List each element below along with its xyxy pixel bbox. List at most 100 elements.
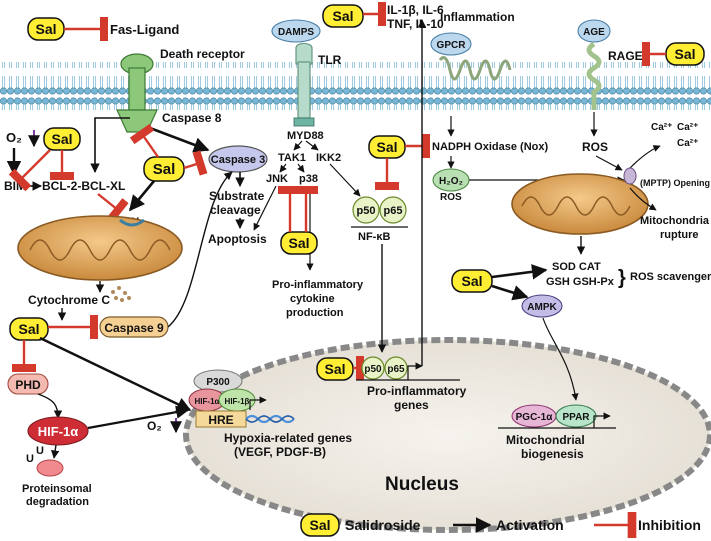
svg-text:Sal: Sal (332, 8, 353, 24)
pro-genes-label-2: genes (394, 398, 429, 412)
ikk2-label: IKK2 (316, 152, 341, 164)
cytokine-label-3: production (286, 307, 344, 319)
mptp-label: (MPTP) Opening (640, 178, 710, 188)
ca-label-3: Ca²⁺ (677, 138, 698, 149)
rupture-label-1: Mitochondria (640, 215, 710, 227)
gpcr-node (430, 32, 472, 56)
legend-salidroside: Salidroside (345, 517, 421, 533)
svg-text:Sal: Sal (674, 46, 695, 62)
sal-caspase9: Sal (9, 317, 49, 341)
gpcr-label: GPCR (437, 40, 467, 51)
sal-nfkb-nucleus: Sal (316, 357, 354, 381)
il-label-1: IL-1β, IL-6 (387, 3, 444, 17)
sal-nox: Sal (368, 135, 406, 159)
hypoxia-label-2: (VEGF, PDGF-B) (234, 445, 326, 459)
death-receptor-label: Death receptor (160, 47, 245, 61)
sal-bcl: Sal (43, 127, 81, 151)
il-label-2: TNF, IL-10 (387, 17, 444, 31)
hre-label: HRE (208, 413, 233, 427)
p50-label: p50 (357, 205, 376, 217)
svg-text:Sal: Sal (153, 161, 176, 178)
svg-text:Sal: Sal (51, 131, 72, 147)
mptp-pore-icon (623, 167, 637, 185)
nucleus-label: Nucleus (385, 474, 459, 495)
legend-sal-badge (300, 513, 340, 537)
cytokine-label-1: Pro-inflammatory (272, 279, 364, 291)
rage-label: RAGE (608, 49, 643, 63)
caspase3-node (208, 145, 268, 173)
bim-label: BIM (4, 179, 26, 193)
rage-receptor (586, 41, 602, 110)
tlr-label: TLR (318, 53, 342, 67)
ros-scavenger-label: ROS scavenger (630, 271, 711, 283)
brace-icon: } (618, 267, 626, 289)
sal-rage: Sal (665, 42, 705, 66)
hif-a-small-label: HIF-1α (195, 397, 220, 406)
sal-fas: Sal (27, 17, 65, 41)
hif1a-label: HIF-1α (38, 424, 79, 439)
nucleus-envelope (183, 337, 711, 533)
sal-central: Sal (143, 156, 185, 182)
mito-bio-label-2: biogenesis (521, 447, 584, 461)
caspase9-label: Caspase 9 (104, 321, 164, 335)
substrate-label-1: Substrate (209, 189, 265, 203)
bcl-label: BCL-2-BCL-XL (42, 179, 125, 193)
nox-label: NADPH Oxidase (Nox) (432, 141, 548, 153)
caspase3-label: Caspase 3 (211, 154, 265, 166)
cytochrome-label: Cytochrome C (28, 293, 110, 307)
sal-jnk-p38: Sal (280, 231, 318, 255)
mito-bio-label-1: Mitochondrial (506, 433, 585, 447)
inflammation-label: Inflammation (440, 10, 515, 24)
pro-genes-label-1: Pro-inflammatory (367, 384, 467, 398)
fas-ligand-label: Fas-Ligand (110, 22, 179, 37)
hypoxia-label-1: Hypoxia-related genes (224, 431, 352, 445)
age-label: AGE (583, 27, 605, 38)
proteasomal-label-2: degradation (26, 496, 89, 508)
death-receptor (116, 53, 158, 133)
ampk-label: AMPK (527, 302, 557, 313)
gpcr-coil (438, 56, 512, 81)
ros-small-label: ROS (440, 192, 462, 203)
ca-label-2: Ca²⁺ (677, 122, 698, 133)
svg-text:Sal: Sal (288, 235, 309, 251)
myd88-label: MYD88 (287, 130, 324, 142)
sal-ros-scavenger: Sal (451, 269, 493, 293)
svg-text:Sal: Sal (461, 273, 482, 289)
svg-text:Sal: Sal (35, 21, 56, 37)
caspase8-label: Caspase 8 (162, 111, 222, 125)
sod-label: SOD CAT (552, 261, 601, 273)
p300-label: P300 (206, 377, 230, 388)
hif-b-small-label: HIF-1β (225, 397, 250, 406)
gsh-label: GSH GSH-Px (546, 276, 615, 288)
o2-mid-label: O₂ (147, 419, 162, 433)
ampk-node (521, 294, 563, 318)
phd-node (7, 373, 49, 395)
legend-inhibition: Inhibition (638, 517, 701, 533)
mitochondrion-left (17, 215, 183, 281)
age-node (577, 19, 611, 43)
mitochondrion-right (511, 173, 649, 235)
damps-label: DAMPS (278, 27, 314, 38)
pgc-label: PGC-1α (516, 412, 554, 423)
ros-right-label: ROS (582, 140, 608, 154)
cytokine-label-2: cytokine (290, 293, 335, 305)
ppar-label: PPAR (562, 412, 590, 423)
apoptosis-label: Apoptosis (208, 232, 267, 246)
p65-label: p65 (384, 205, 403, 217)
svg-text:Sal: Sal (309, 517, 330, 533)
p38-label: p38 (299, 173, 318, 185)
legend: Sal Salidroside Activation Inhibition (300, 512, 701, 538)
svg-text:Sal: Sal (18, 321, 39, 337)
phd-label: PHD (15, 378, 41, 392)
svg-text:Sal: Sal (324, 361, 345, 377)
legend-activation: Activation (496, 517, 564, 533)
cell-membrane (0, 62, 711, 110)
ubiquitin-1: U (26, 453, 34, 465)
proteasomal-label-1: Proteinsomal (22, 483, 92, 495)
nfkb-label: NF-κB (358, 231, 390, 243)
h2o2-label: H₂O₂ (439, 176, 463, 187)
ca-label-1: Ca²⁺ (651, 122, 672, 133)
ubiquitin-2: U (36, 445, 44, 457)
jnk-label: JNK (266, 173, 288, 185)
